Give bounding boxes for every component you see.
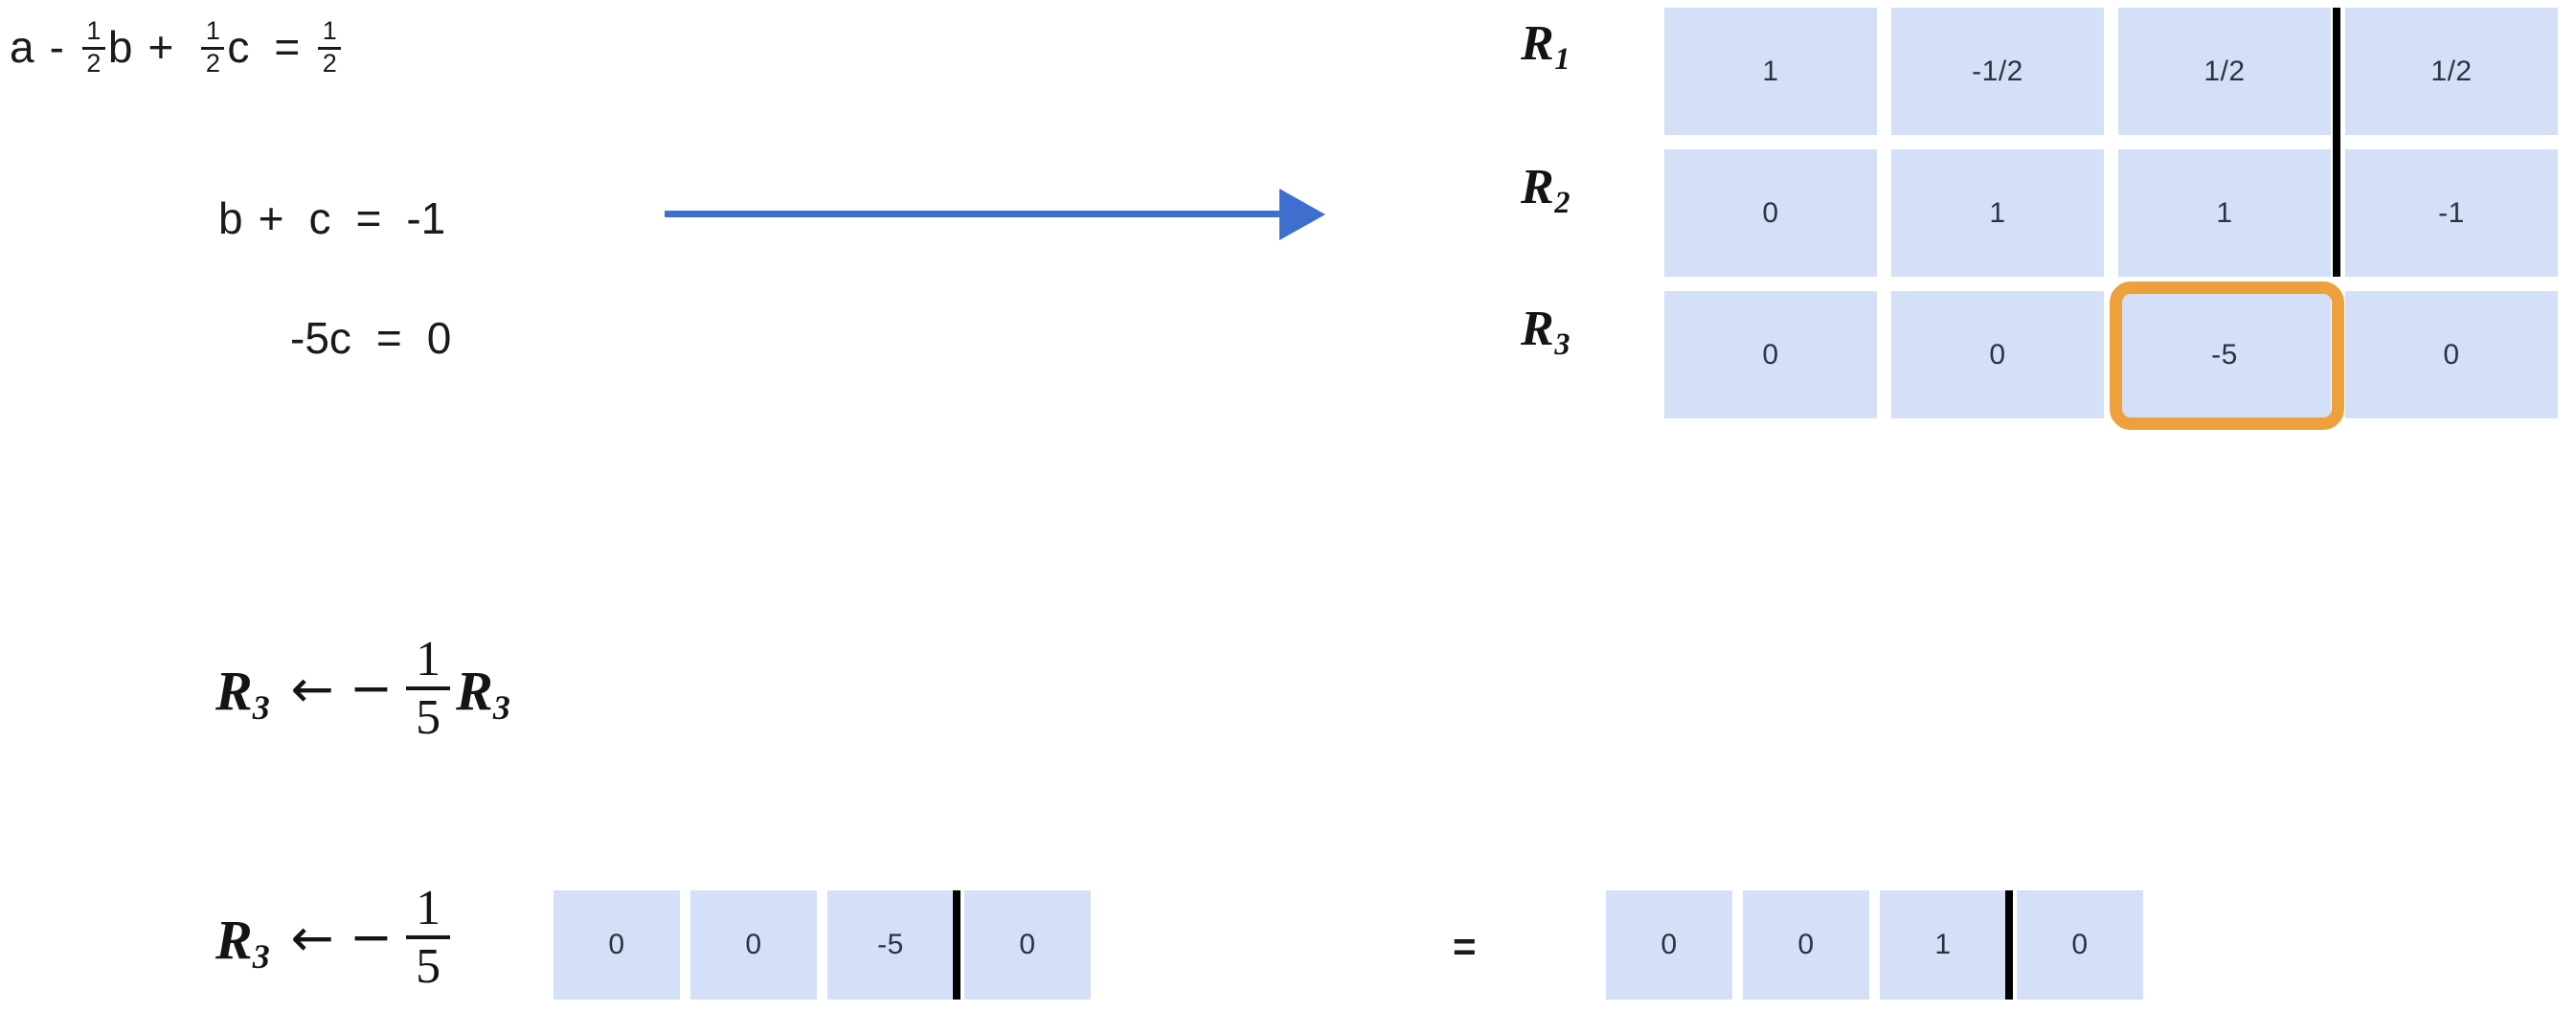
matrix-row-label-r1: R1 xyxy=(1521,16,1570,74)
matrix-cell-r2c1: 0 xyxy=(1664,149,1877,277)
fraction-bar xyxy=(201,46,225,50)
result-row-augment-divider xyxy=(2005,890,2013,1000)
row-op-minus-sign: − xyxy=(349,657,394,718)
row-op-target-base: R xyxy=(215,659,253,722)
equation-3-lhs: -5c xyxy=(290,313,351,363)
equation-2-equals-sign: = xyxy=(355,193,382,243)
row-computation-fraction: 1 5 xyxy=(406,881,451,994)
result-row-cell-4: 0 xyxy=(2017,890,2143,1000)
left-arrow-icon: ← xyxy=(290,658,334,719)
fraction-numerator: 1 xyxy=(322,16,337,45)
fraction-denominator: 5 xyxy=(416,939,441,994)
fraction-bar xyxy=(318,46,342,50)
transform-arrow xyxy=(665,188,1335,241)
arrow-shaft xyxy=(665,211,1285,217)
matrix-augment-divider xyxy=(2333,8,2340,277)
matrix-cell-r1c1: 1 xyxy=(1664,8,1877,135)
matrix-row-label-r3: R3 xyxy=(1521,302,1570,359)
equation-3-equals-sign: = xyxy=(375,313,402,363)
fraction-denominator: 2 xyxy=(86,48,102,78)
equation-2-term-c: c xyxy=(308,193,331,243)
matrix-cell-r2c4: -1 xyxy=(2345,149,2558,277)
input-row-cell-1: 0 xyxy=(554,890,680,1000)
fraction-numerator: 1 xyxy=(205,16,220,45)
equation-2-plus-sign: + xyxy=(258,193,284,243)
row-op-operand: R3 xyxy=(456,659,510,725)
row-op-target: R3 xyxy=(215,659,270,725)
row-label-base: R xyxy=(1521,302,1554,356)
equation-1-minus-sign: - xyxy=(49,21,64,72)
result-row-cell-2: 0 xyxy=(1743,890,1869,1000)
matrix-cell-r3c3: -5 xyxy=(2118,291,2331,418)
input-row-augment-divider xyxy=(953,890,960,1000)
fraction-bar xyxy=(406,686,451,690)
row-op-target-subscript: 3 xyxy=(252,688,270,728)
equation-1-term-b: b xyxy=(107,21,133,72)
fraction-numerator: 1 xyxy=(416,632,441,686)
equation-3: -5c = 0 xyxy=(290,316,451,360)
augmented-matrix: R1 R2 R3 1 -1/2 1/2 1/2 0 1 1 -1 0 0 -5 … xyxy=(1521,0,2576,450)
fraction-denominator: 2 xyxy=(205,48,220,78)
equation-1-term-a: a xyxy=(10,21,34,72)
input-row-cell-2: 0 xyxy=(690,890,817,1000)
row-label-base: R xyxy=(1521,16,1554,71)
matrix-cell-r3c2: 0 xyxy=(1891,291,2104,418)
left-arrow-icon: ← xyxy=(290,907,334,968)
row-label-subscript: 3 xyxy=(1554,326,1570,361)
result-row-cell-3: 1 xyxy=(1880,890,2006,1000)
fraction-numerator: 1 xyxy=(416,881,441,935)
row-label-subscript: 2 xyxy=(1554,184,1570,219)
matrix-cell-r3c4: 0 xyxy=(2345,291,2558,418)
fraction-bar xyxy=(406,935,451,939)
row-op-operand-subscript: 3 xyxy=(492,688,510,728)
arrow-head-icon xyxy=(1279,189,1325,240)
row-computation-target: R3 xyxy=(215,908,270,974)
equation-2-term-b: b xyxy=(218,193,243,243)
equation-2: b + c = -1 xyxy=(218,196,445,240)
matrix-cell-r1c2: -1/2 xyxy=(1891,8,2104,135)
row-computation-target-base: R xyxy=(215,908,253,971)
result-row-cell-1: 0 xyxy=(1606,890,1732,1000)
equation-3-rhs: 0 xyxy=(426,313,452,363)
fraction-denominator: 5 xyxy=(416,690,441,745)
fraction-denominator: 2 xyxy=(322,48,337,78)
matrix-cell-r2c3: 1 xyxy=(2118,149,2331,277)
row-computation-prefix: R3 ← − 1 5 xyxy=(215,881,456,994)
row-label-base: R xyxy=(1521,160,1554,214)
equation-1: a - 1 2 b + 1 2 c = 1 2 xyxy=(10,17,344,76)
input-row-cell-4: 0 xyxy=(964,890,1091,1000)
input-row-cell-3: -5 xyxy=(827,890,954,1000)
matrix-cell-r1c4: 1/2 xyxy=(2345,8,2558,135)
equation-1-equals-sign: = xyxy=(274,21,301,72)
row-operation-label: R3 ← − 1 5 R3 xyxy=(215,632,510,745)
equation-1-term-c: c xyxy=(227,21,250,72)
matrix-augment-divider-lower xyxy=(2333,291,2340,418)
row-computation-target-subscript: 3 xyxy=(252,937,270,977)
matrix-cell-r3c1: 0 xyxy=(1664,291,1877,418)
row-op-operand-base: R xyxy=(456,659,493,722)
matrix-row-label-r2: R2 xyxy=(1521,160,1570,217)
row-op-fraction: 1 5 xyxy=(406,632,451,745)
equation-1-fraction-rhs: 1 2 xyxy=(318,16,342,78)
matrix-cell-r2c2: 1 xyxy=(1891,149,2104,277)
row-label-subscript: 1 xyxy=(1554,40,1570,76)
equation-1-plus-sign: + xyxy=(147,21,174,72)
row-computation-equals-sign: = xyxy=(1453,924,1477,969)
equation-1-fraction-one-half-b: 1 2 xyxy=(81,16,105,78)
fraction-bar xyxy=(81,46,105,50)
equation-2-rhs: -1 xyxy=(406,193,446,243)
row-computation-minus-sign: − xyxy=(349,906,394,967)
matrix-cell-r1c3: 1/2 xyxy=(2118,8,2331,135)
equation-1-fraction-one-half-c: 1 2 xyxy=(201,16,225,78)
fraction-numerator: 1 xyxy=(86,16,102,45)
